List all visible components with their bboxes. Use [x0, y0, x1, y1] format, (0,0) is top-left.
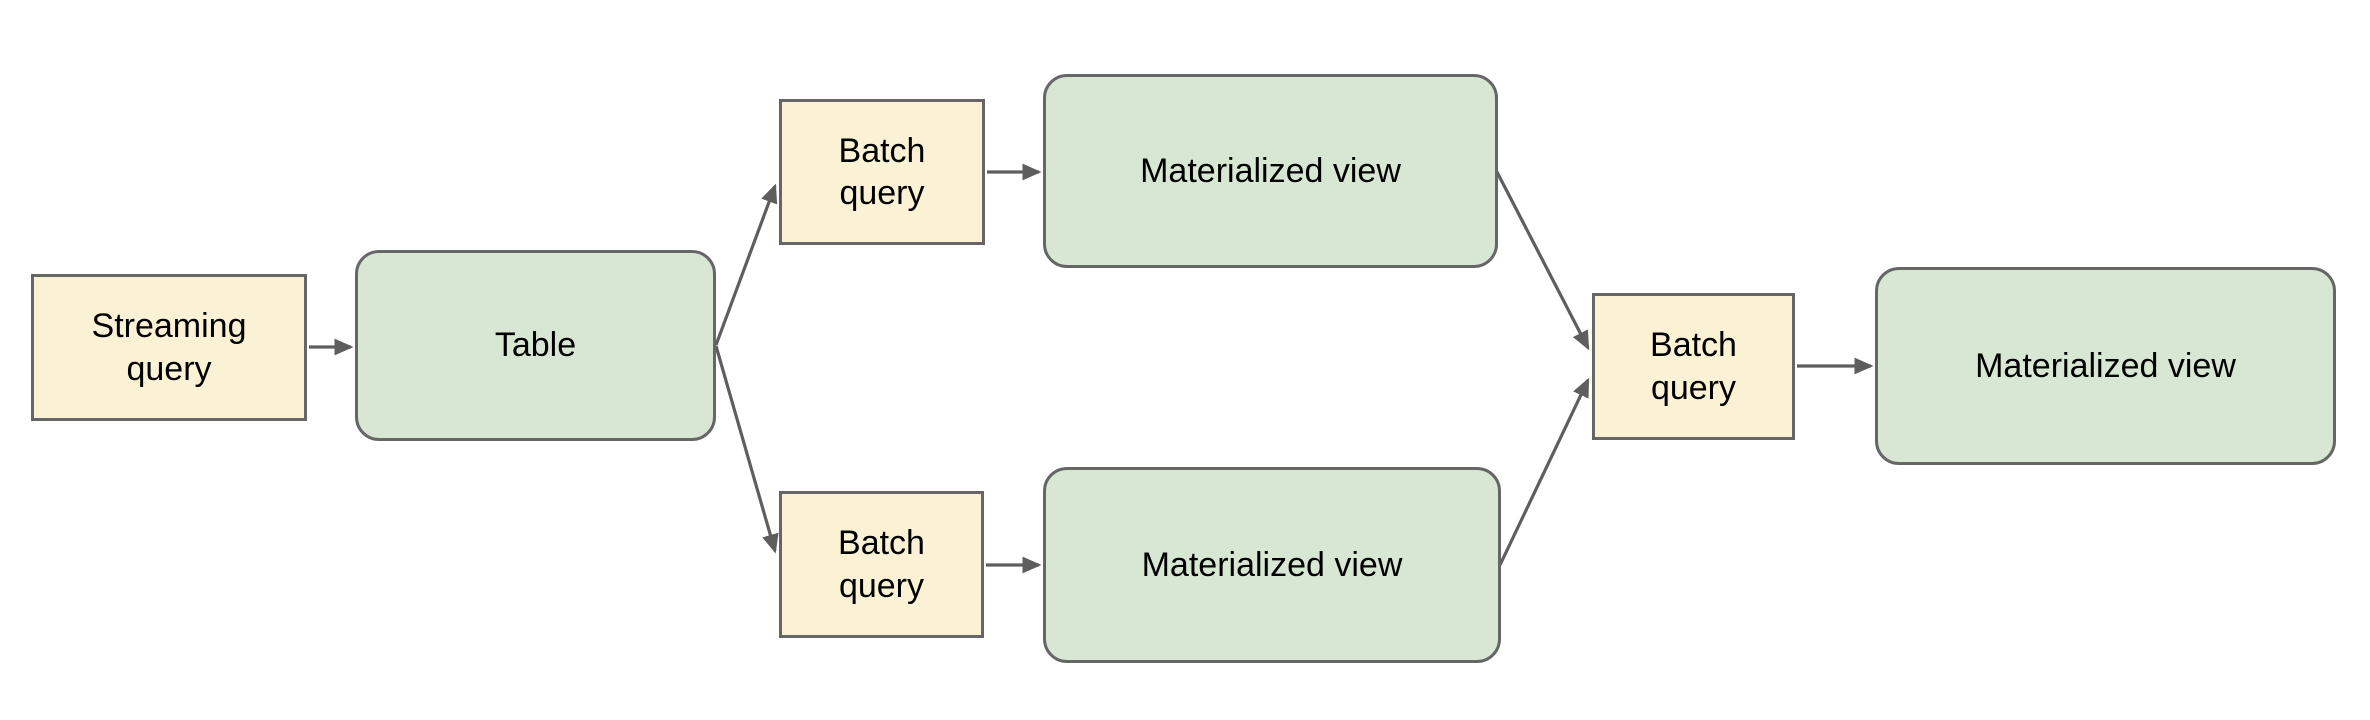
- node-label: Batch query: [1650, 326, 1737, 407]
- node-label: Batch query: [838, 131, 926, 213]
- node-label: Streaming query: [91, 307, 247, 388]
- node-batch-query-bottom[interactable]: Batch query: [779, 491, 984, 638]
- node-batch-query-join[interactable]: Batch query: [1592, 293, 1795, 440]
- node-batch-query-top[interactable]: Batch query: [779, 99, 985, 245]
- edge-mv-top-to-batch-join: [1495, 171, 1590, 351]
- node-label: Materialized view: [1140, 151, 1401, 190]
- edge-table-to-batch-bottom: [714, 345, 779, 554]
- node-label: Table: [494, 326, 577, 365]
- node-streaming-query[interactable]: Streaming query: [31, 274, 307, 421]
- edge-mv-bottom-to-batch-join: [1498, 377, 1590, 566]
- edge-table-to-batch-top: [714, 183, 778, 346]
- node-materialized-view-top[interactable]: Materialized view: [1043, 74, 1498, 268]
- node-label: Materialized view: [1975, 346, 2236, 385]
- node-table[interactable]: Table: [355, 250, 716, 441]
- node-materialized-view-bottom[interactable]: Materialized view: [1043, 467, 1501, 663]
- node-materialized-view-final[interactable]: Materialized view: [1875, 267, 2336, 465]
- node-label: Materialized view: [1141, 545, 1403, 584]
- node-label: Batch query: [838, 524, 925, 605]
